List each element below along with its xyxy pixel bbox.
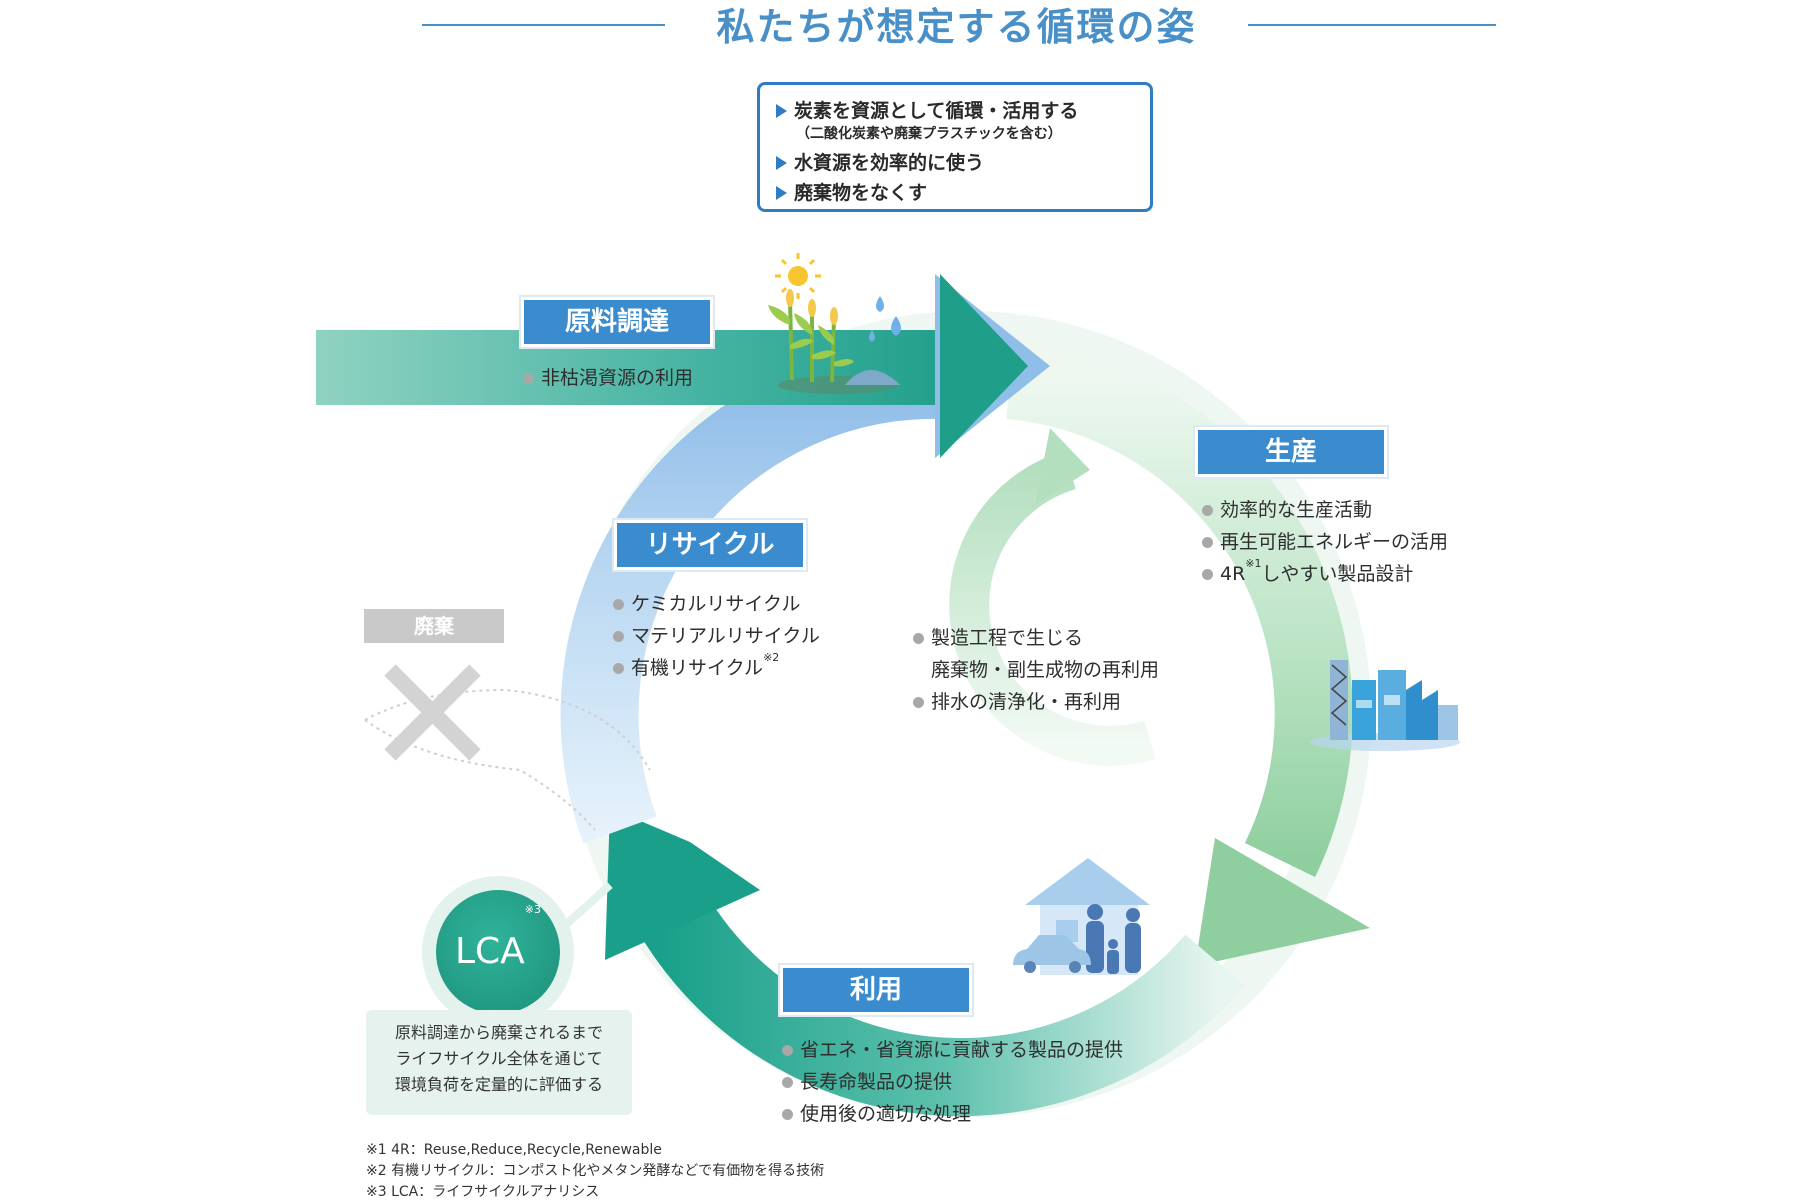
item-organic: 有機リサイクル xyxy=(631,657,764,679)
footnote: ※1 4R：Reuse,Reduce,Recycle,Renewable xyxy=(366,1142,662,1158)
waste-dotted-line xyxy=(364,719,596,831)
inner-loop-arrowhead xyxy=(1035,428,1090,505)
footnote: ※3 LCA：ライフサイクルアナリシス xyxy=(366,1184,600,1200)
list-item: 再生可能エネルギーの活用 xyxy=(1202,526,1448,558)
footnote-mark: ※2 xyxy=(763,651,780,664)
list-item: 使用後の適切な処理 xyxy=(782,1098,1123,1130)
lca-description-line: 環境負荷を定量的に評価する xyxy=(394,1075,603,1094)
triangle-bullet-icon xyxy=(776,156,787,170)
list-item: 効率的な生産活動 xyxy=(1202,494,1448,526)
lca-description-line: 原料調達から廃棄されるまで xyxy=(394,1023,603,1042)
list-item: マテリアルリサイクル xyxy=(613,620,820,652)
list-item-continuation: 廃棄物・副生成物の再利用 xyxy=(931,659,1160,681)
list-item: 製造工程で生じる xyxy=(913,622,1159,654)
crop-plant-icon xyxy=(768,289,900,394)
goal-item: 炭素を資源として循環・活用する xyxy=(776,97,1150,125)
procurement-list: 非枯渇資源の利用 xyxy=(523,362,693,394)
footnote-mark: ※1 xyxy=(1245,557,1262,570)
item-4r-prefix: 4R xyxy=(1220,563,1246,585)
goal-item: 水資源を効率的に使う xyxy=(776,149,1150,177)
list-item: 排水の清浄化・再利用 xyxy=(913,686,1159,718)
page-title: 私たちが想定する循環の姿 xyxy=(716,5,1197,49)
lca-description-line: ライフサイクル全体を通じて xyxy=(395,1049,603,1068)
lca-badge: LCA ※3 xyxy=(436,890,560,1014)
cross-icon xyxy=(384,664,481,761)
list-item: 4R※1しやすい製品設計 xyxy=(1202,558,1448,590)
goal-text: 炭素を資源として循環・活用する xyxy=(794,100,1079,122)
cycle-arc-production xyxy=(1006,341,1353,878)
lca-description: 原料調達から廃棄されるまで ライフサイクル全体を通じて 環境負荷を定量的に評価す… xyxy=(366,1010,632,1115)
inner-loop-list: 製造工程で生じる 廃棄物・副生成物の再利用 排水の清浄化・再利用 xyxy=(913,622,1159,718)
item-4r-suffix: しやすい製品設計 xyxy=(1261,563,1414,585)
stage-label-production: 生産 xyxy=(1198,430,1384,474)
cycle-arc-use xyxy=(630,881,1245,1117)
factory-icon xyxy=(1310,660,1460,751)
cycle-arrowhead-use xyxy=(605,808,760,960)
list-item: 非枯渇資源の利用 xyxy=(523,362,693,394)
sun-icon xyxy=(775,253,821,299)
goal-text: 水資源を効率的に使う xyxy=(794,152,985,174)
list-item: ケミカルリサイクル xyxy=(613,588,820,620)
inner-loop-arc xyxy=(949,450,1156,766)
goal-subtext: （二酸化炭素や廃棄プラスチックを含む） xyxy=(796,126,1062,142)
title-rule-left xyxy=(422,24,665,26)
cycle-arrowhead-production xyxy=(1195,838,1370,966)
stage-label-use: 利用 xyxy=(783,968,969,1012)
stage-label-recycle: リサイクル xyxy=(617,523,803,567)
footnotes: ※1 4R：Reuse,Reduce,Recycle,Renewable ※2 … xyxy=(366,1140,824,1203)
goals-box: 炭素を資源として循環・活用する （二酸化炭素や廃棄プラスチックを含む） 水資源を… xyxy=(757,82,1153,212)
lca-connector xyxy=(557,882,613,933)
water-drop-icon xyxy=(869,296,901,342)
use-list: 省エネ・省資源に貢献する製品の提供 長寿命製品の提供 使用後の適切な処理 xyxy=(782,1034,1123,1130)
footnote-mark: ※3 xyxy=(524,903,542,916)
triangle-bullet-icon xyxy=(776,186,787,200)
goal-text: 廃棄物をなくす xyxy=(794,182,928,204)
list-item: 省エネ・省資源に貢献する製品の提供 xyxy=(782,1034,1123,1066)
recycle-list: ケミカルリサイクル マテリアルリサイクル 有機リサイクル※2 xyxy=(613,588,820,684)
production-list: 効率的な生産活動 再生可能エネルギーの活用 4R※1しやすい製品設計 xyxy=(1202,494,1448,590)
waste-label: 廃棄 xyxy=(364,609,504,643)
lca-label: LCA xyxy=(454,931,525,972)
car-icon xyxy=(1013,935,1091,973)
goal-item: 廃棄物をなくす xyxy=(776,179,1150,207)
list-item: 長寿命製品の提供 xyxy=(782,1066,1123,1098)
stage-label-procurement: 原料調達 xyxy=(524,300,710,344)
input-arrowhead xyxy=(940,274,1028,458)
list-item: 有機リサイクル※2 xyxy=(613,652,820,684)
title-rule-right xyxy=(1248,24,1496,26)
triangle-bullet-icon xyxy=(776,104,787,118)
footnote: ※2 有機リサイクル：コンポスト化やメタン発酵などで有価物を得る技術 xyxy=(366,1163,825,1179)
